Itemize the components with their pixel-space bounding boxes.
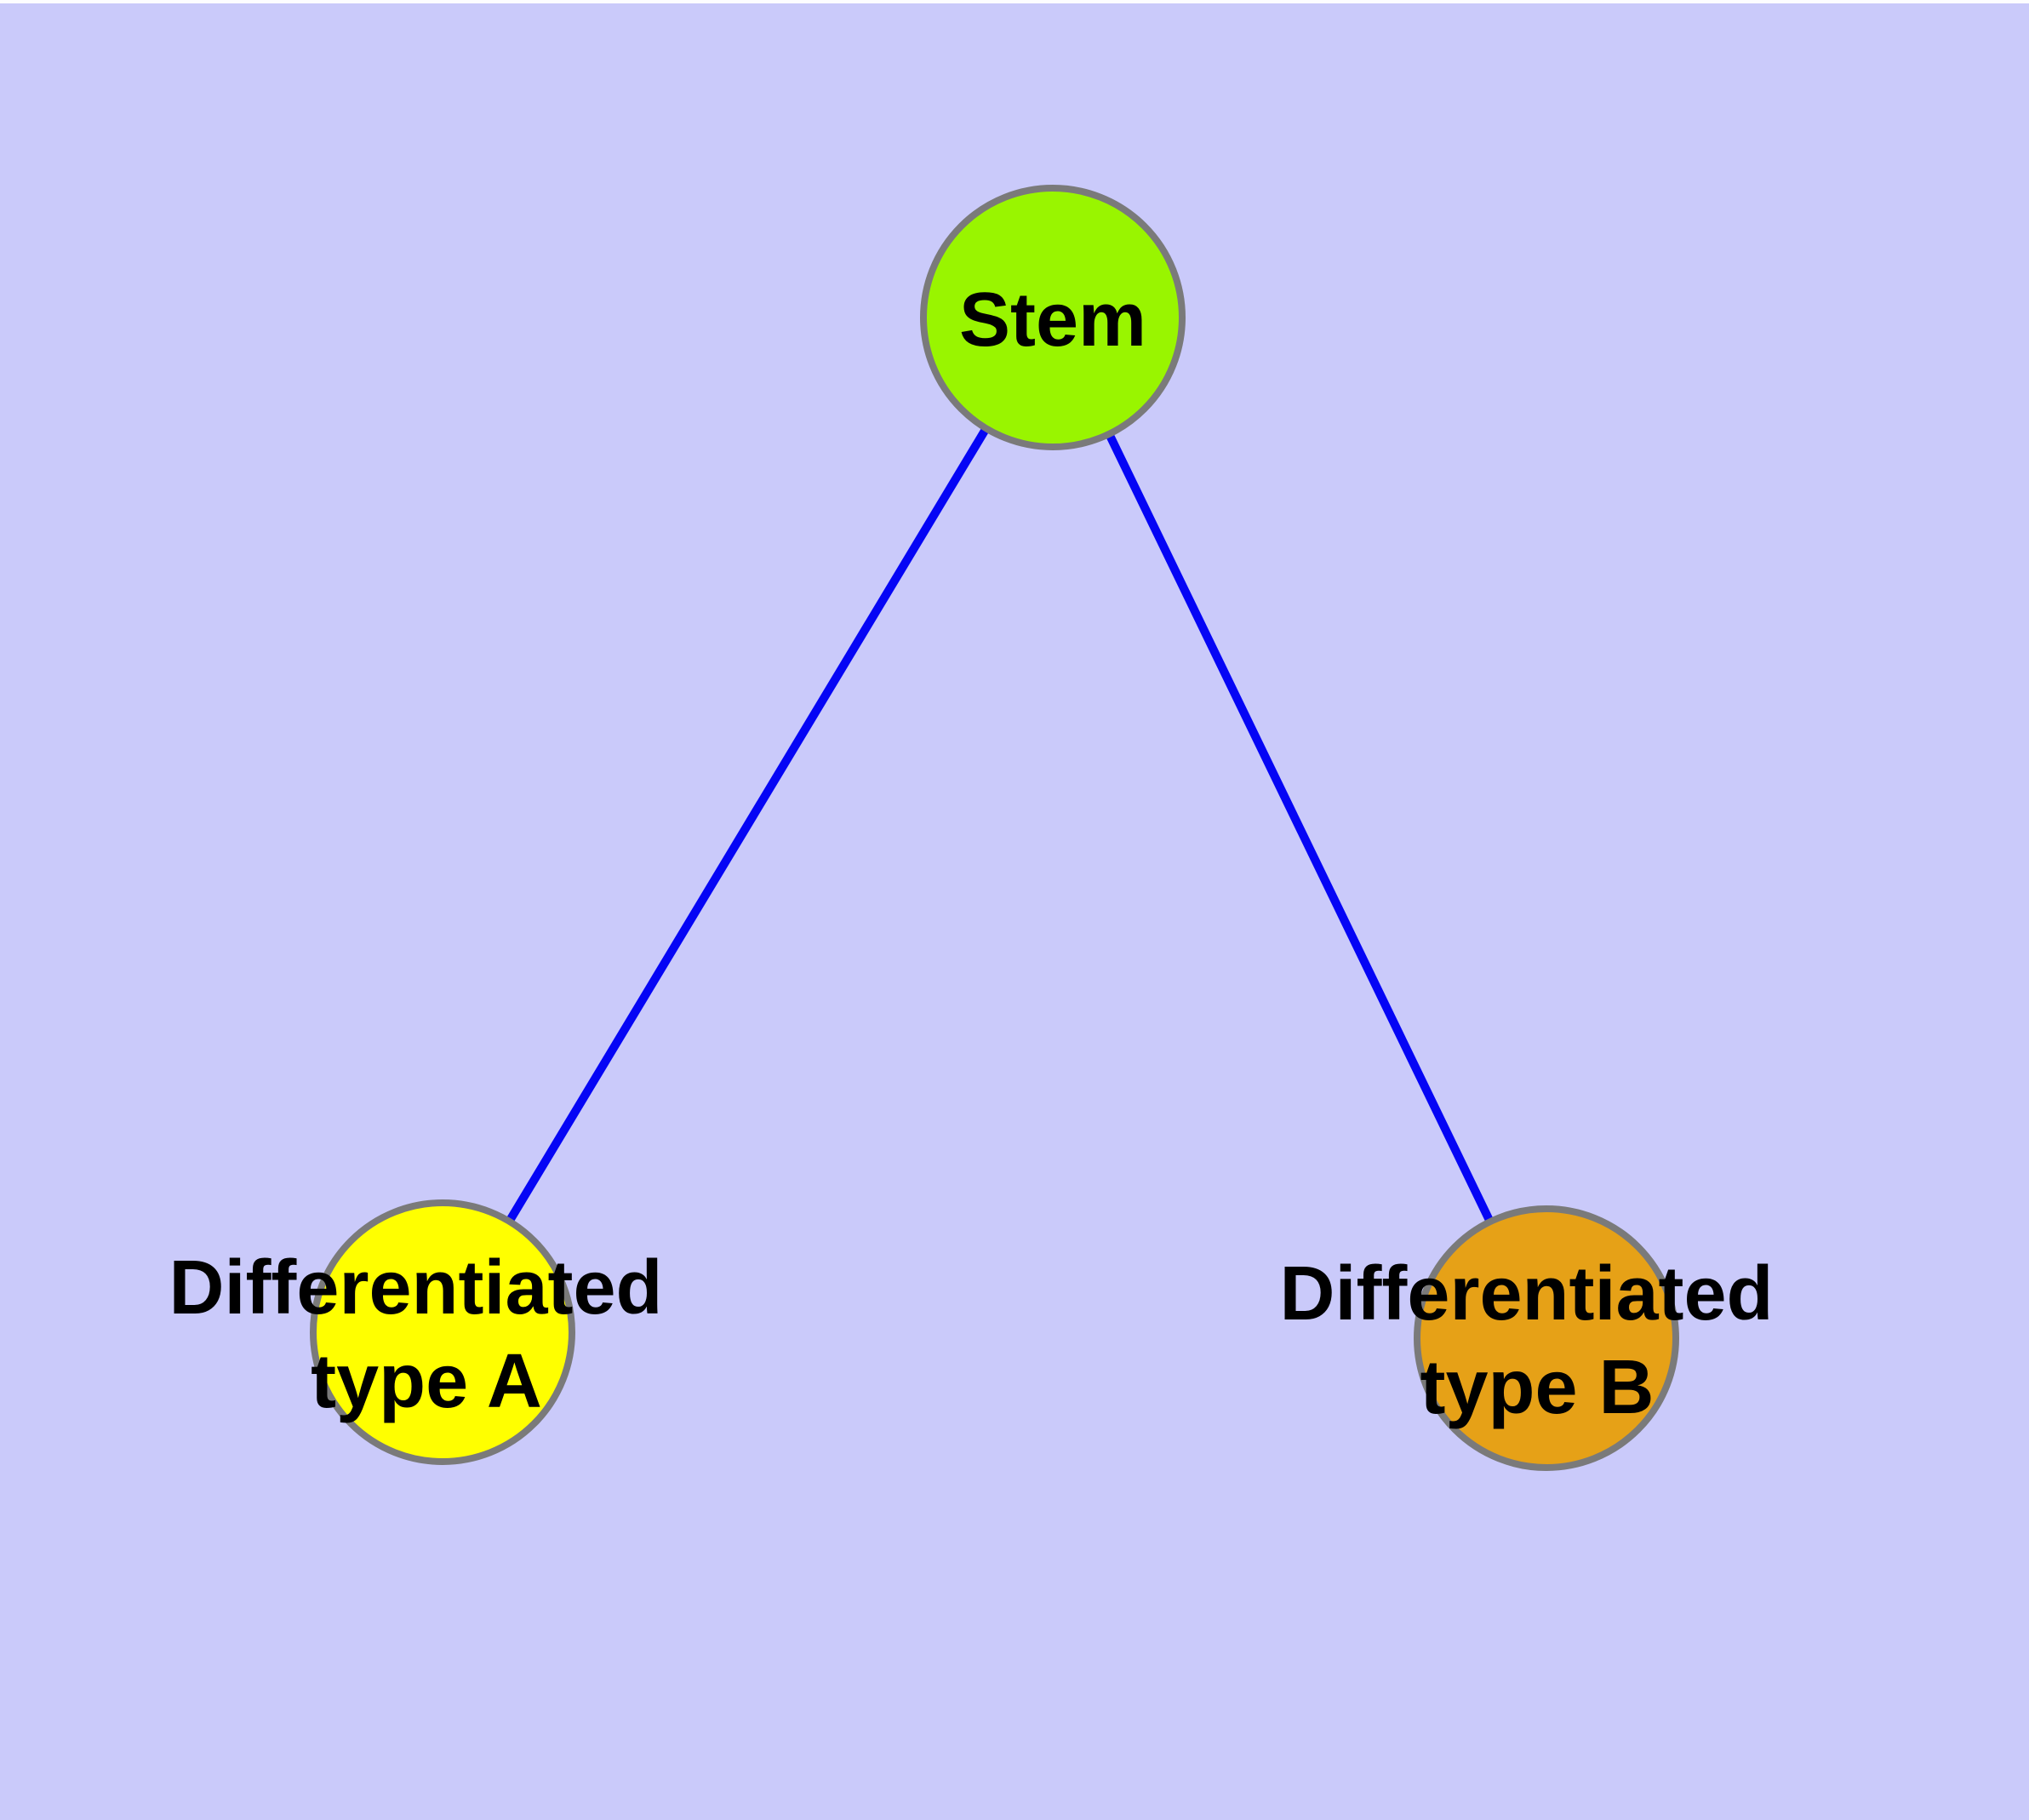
label-line: Differentiated (169, 1245, 662, 1331)
node-label-differentiated-type-a: Differentiated type A (169, 1245, 683, 1424)
edge-stem-to-type-b (1049, 315, 1551, 1341)
edge-stem-to-type-a (438, 315, 1057, 1335)
node-label-stem: Stem (959, 278, 1146, 363)
node-stem (920, 185, 1186, 450)
node-differentiated-type-a (310, 1199, 575, 1465)
label-line: type B (1420, 1345, 1654, 1430)
node-labels: Stem Differentiated type A Differentiate… (169, 278, 1794, 1430)
label-line: type A (311, 1339, 542, 1424)
nodes (310, 185, 1679, 1471)
node-label-differentiated-type-b: Differentiated type B (1279, 1251, 1794, 1430)
edges (438, 315, 1551, 1341)
label-line: Differentiated (1279, 1251, 1773, 1336)
node-differentiated-type-b (1414, 1205, 1679, 1471)
